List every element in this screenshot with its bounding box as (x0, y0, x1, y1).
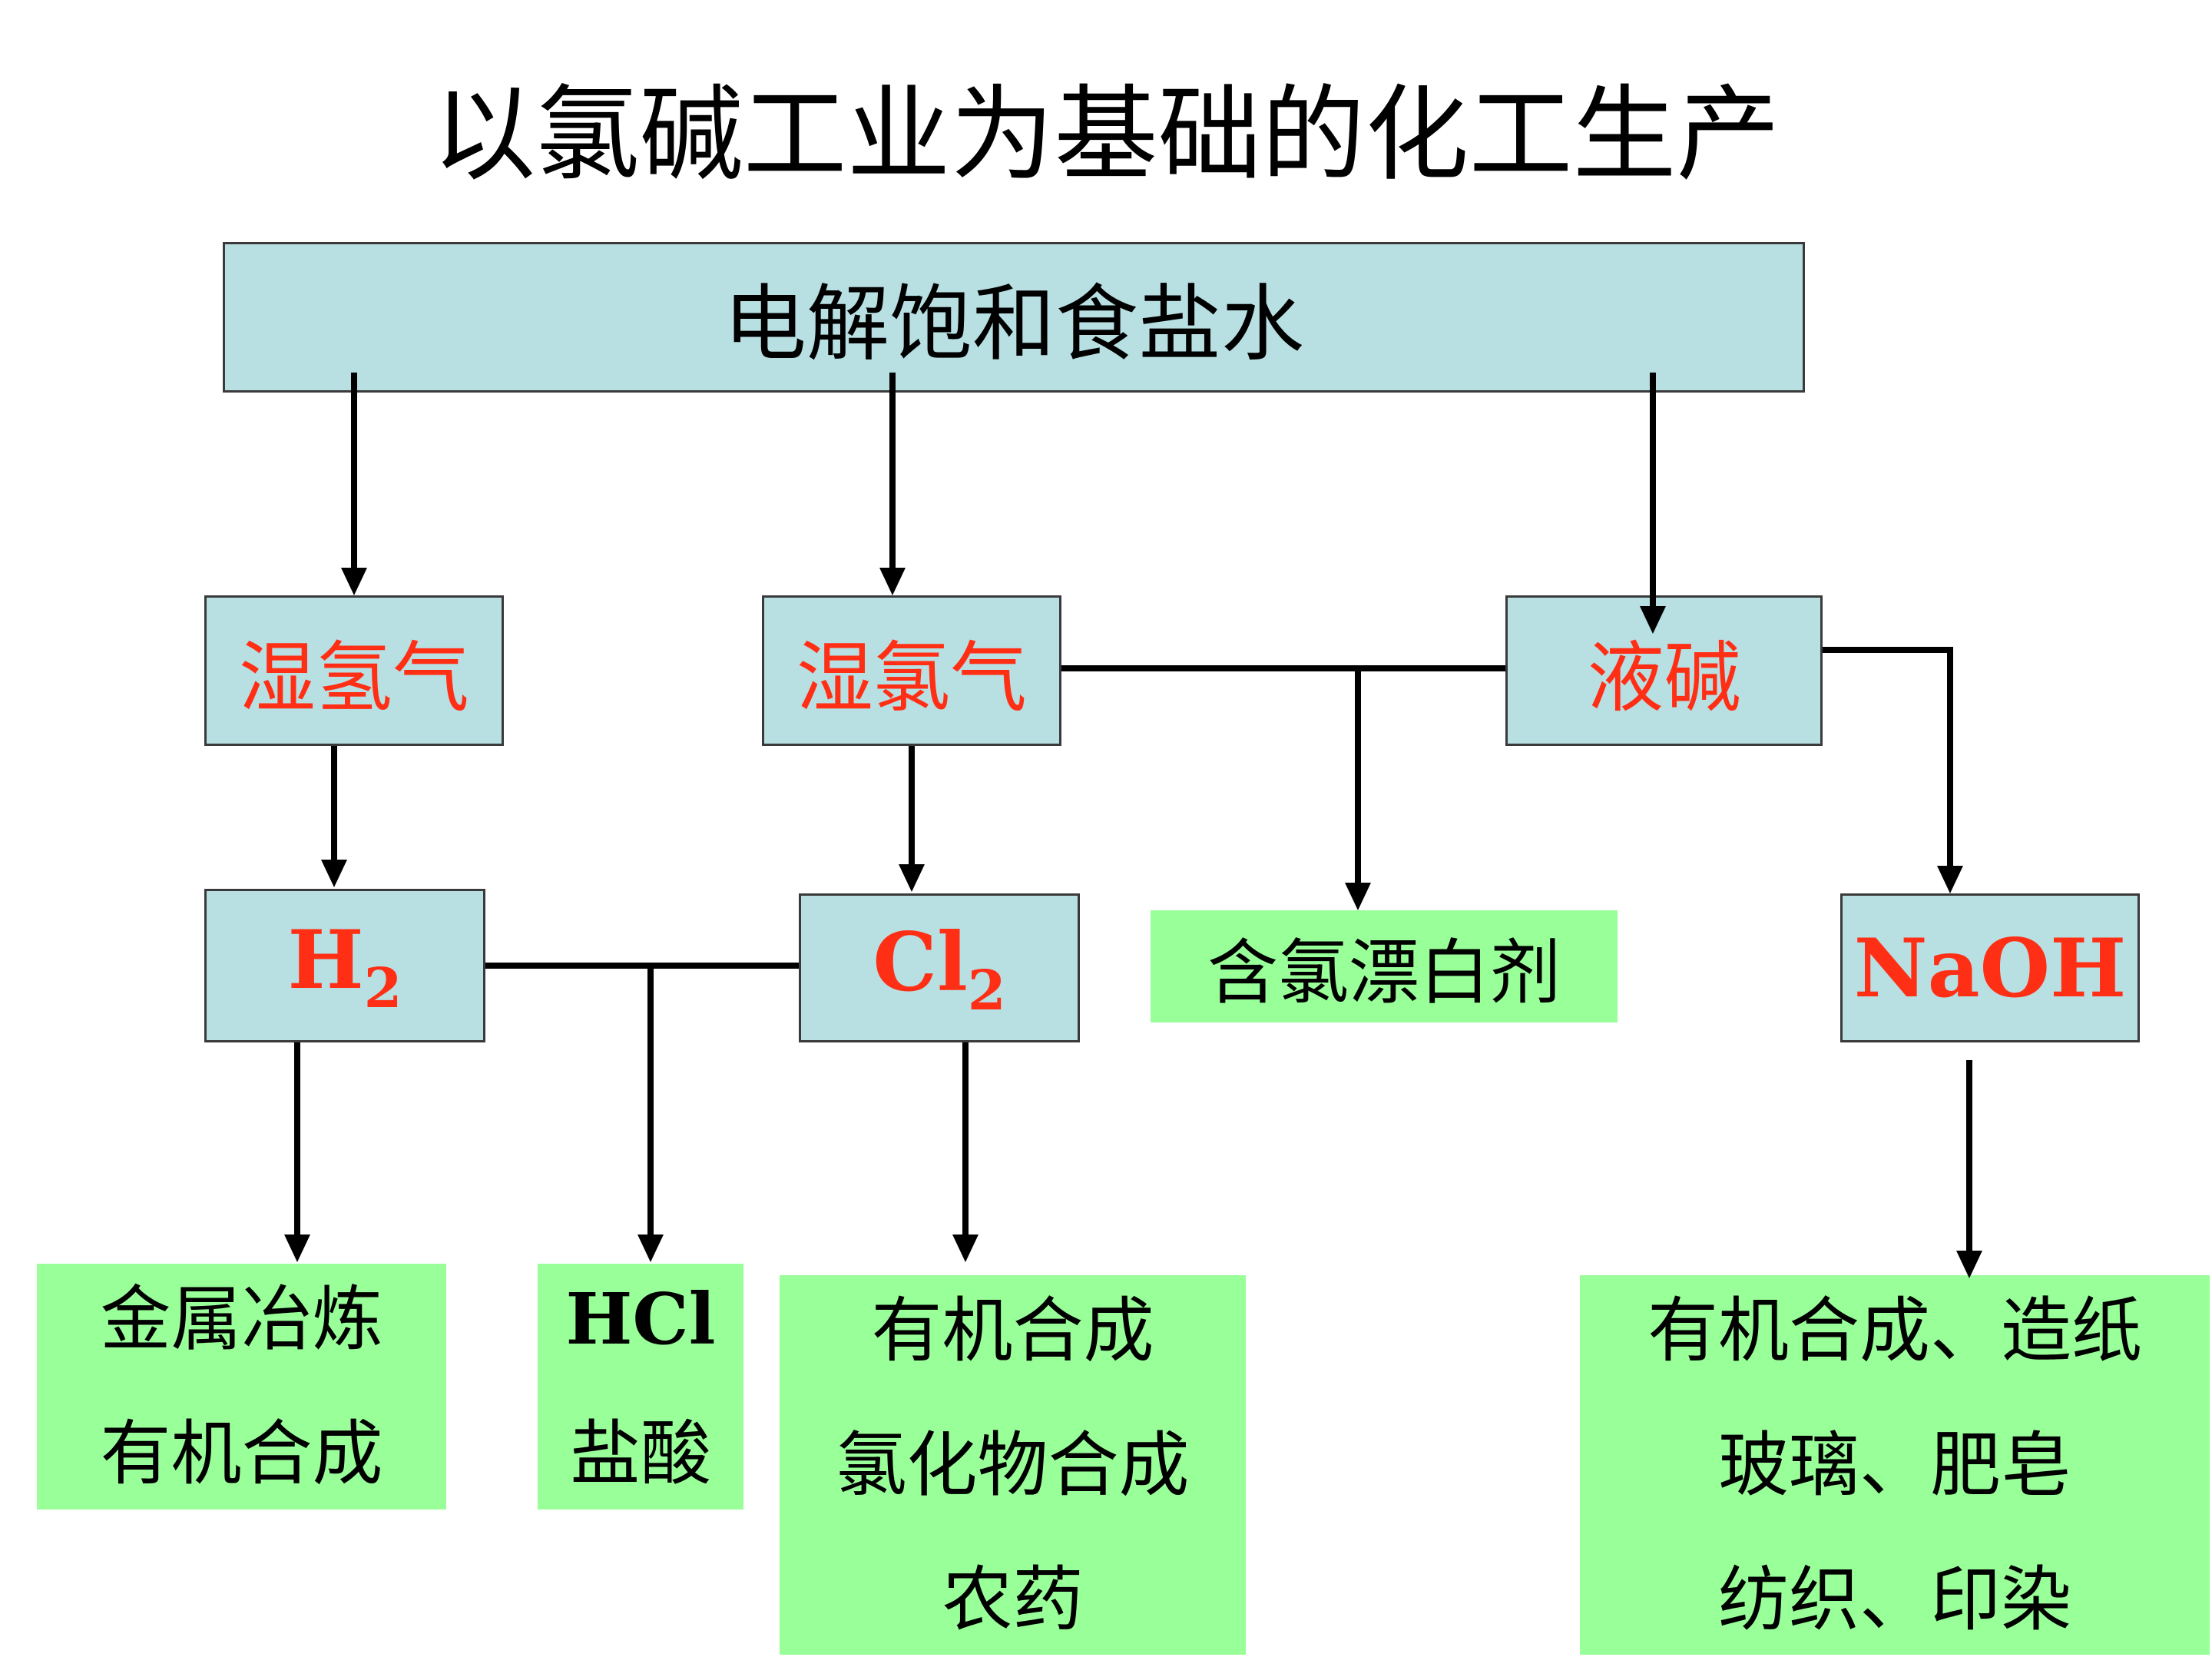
connector-line (909, 746, 915, 867)
connector-line (1823, 647, 1953, 653)
liquid-caustic-label: 液碱 (1587, 632, 1741, 723)
use-item: 有机合成 (871, 1289, 1154, 1372)
use-item: 农药 (942, 1558, 1084, 1641)
use-item: 玻璃、肥皂 (1717, 1423, 2071, 1506)
use-item: 纺织、印染 (1717, 1558, 2071, 1641)
hcl-uses-box: HCl 盐酸 (538, 1264, 743, 1510)
use-item: 盐酸 (569, 1413, 711, 1495)
electrolysis-box: 电解饱和食盐水 (223, 242, 1805, 393)
use-item: 金属冶炼 (100, 1278, 383, 1360)
use-item: 氯化物合成 (836, 1423, 1190, 1506)
arrow-head (321, 860, 347, 887)
bleach-label: 含氯漂白剂 (1207, 931, 1561, 1014)
use-item: HCl (565, 1278, 716, 1360)
connector-line (647, 963, 654, 1238)
arrow-head (1345, 883, 1371, 910)
connector-line (485, 963, 799, 969)
connector-line (1355, 665, 1361, 886)
wet-hydrogen-label: 湿氢气 (239, 632, 469, 723)
electrolysis-label: 电解饱和食盐水 (723, 277, 1304, 373)
connector-line (1650, 373, 1656, 609)
connector-line (294, 1042, 300, 1238)
arrow-head (341, 568, 367, 595)
cl2-uses-box: 有机合成 氯化物合成 农药 (780, 1275, 1246, 1655)
connector-line (889, 373, 896, 571)
wet-chlorine-label: 湿氯气 (796, 632, 1027, 723)
wet-hydrogen-box: 湿氢气 (204, 595, 504, 746)
arrow-head (1956, 1251, 1982, 1278)
naoh-box: NaOH (1840, 893, 2140, 1042)
arrow-head (952, 1235, 979, 1262)
bleach-box: 含氯漂白剂 (1151, 910, 1618, 1022)
wet-chlorine-box: 湿氯气 (762, 595, 1061, 746)
page-title: 以氯碱工业为基础的化工生产 (432, 75, 1780, 195)
cl2-label: Cl2 (873, 913, 1006, 1022)
arrow-head (899, 864, 925, 892)
naoh-label: NaOH (1853, 920, 2127, 1016)
connector-line (1947, 647, 1953, 869)
connector-line (962, 1042, 969, 1238)
naoh-uses-box: 有机合成、造纸 玻璃、肥皂 纺织、印染 (1580, 1275, 2210, 1655)
arrow-head (879, 568, 906, 595)
h2-label: H2 (287, 911, 402, 1020)
use-item: 有机合成 (100, 1413, 383, 1495)
connector-line (1061, 665, 1505, 671)
use-item: 有机合成、造纸 (1647, 1289, 2142, 1372)
arrow-head (637, 1235, 664, 1262)
connector-line (351, 373, 357, 571)
connector-line (1966, 1060, 1972, 1254)
connector-line (331, 746, 337, 863)
h2-box: H2 (204, 889, 485, 1042)
cl2-box: Cl2 (799, 893, 1080, 1042)
arrow-head (1937, 866, 1963, 893)
h2-uses-box: 金属冶炼 有机合成 (37, 1264, 446, 1510)
arrow-head (1640, 606, 1666, 634)
arrow-head (284, 1235, 310, 1262)
